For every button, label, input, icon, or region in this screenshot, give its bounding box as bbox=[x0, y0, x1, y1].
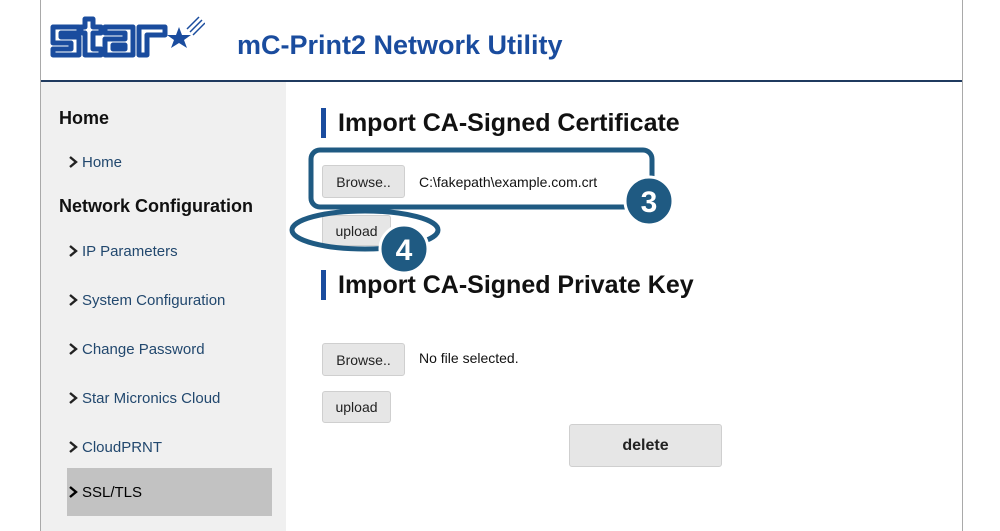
star-logo bbox=[50, 16, 205, 58]
sidebar-item-ip-parameters[interactable]: IP Parameters bbox=[67, 227, 272, 275]
chevron-right-icon bbox=[69, 294, 78, 306]
sidebar-item-label: Change Password bbox=[82, 340, 205, 358]
chevron-right-icon bbox=[69, 392, 78, 404]
private-key-file-name: No file selected. bbox=[419, 350, 519, 366]
sidebar-heading-network-configuration: Network Configuration bbox=[59, 196, 253, 216]
chevron-right-icon bbox=[69, 343, 78, 355]
delete-button[interactable]: delete bbox=[569, 424, 722, 467]
app-title: mC-Print2 Network Utility bbox=[237, 30, 563, 60]
sidebar-item-label: IP Parameters bbox=[82, 242, 178, 260]
chevron-right-icon bbox=[69, 441, 78, 453]
sidebar-item-star-micronics-cloud[interactable]: Star Micronics Cloud bbox=[67, 374, 272, 422]
header: mC-Print2 Network Utility bbox=[41, 0, 962, 82]
sidebar-item-cloudprnt[interactable]: CloudPRNT bbox=[67, 423, 272, 471]
sidebar: Home Home Network Configuration IP Param… bbox=[41, 82, 286, 531]
private-key-upload-button[interactable]: upload bbox=[322, 391, 391, 423]
sidebar-item-system-configuration[interactable]: System Configuration bbox=[67, 276, 272, 324]
sidebar-heading-home: Home bbox=[59, 108, 110, 128]
certificate-file-name: C:\fakepath\example.com.crt bbox=[419, 174, 598, 190]
private-key-browse-button[interactable]: Browse.. bbox=[322, 343, 405, 376]
app-frame: mC-Print2 Network Utility Home Home Netw… bbox=[40, 0, 963, 531]
chevron-right-icon bbox=[69, 156, 78, 168]
sidebar-item-label: CloudPRNT bbox=[82, 438, 163, 456]
private-key-section-title: Import CA-Signed Private Key bbox=[321, 270, 694, 300]
certificate-browse-button[interactable]: Browse.. bbox=[322, 165, 405, 198]
sidebar-item-label: SSL/TLS bbox=[82, 483, 143, 501]
sidebar-item-label: System Configuration bbox=[82, 291, 226, 309]
certificate-upload-button[interactable]: upload bbox=[322, 215, 391, 246]
sidebar-item-label: Star Micronics Cloud bbox=[82, 389, 221, 407]
main-content: Import CA-Signed Certificate Browse.. C:… bbox=[286, 82, 962, 531]
chevron-right-icon bbox=[69, 486, 78, 498]
sidebar-item-label: Home bbox=[82, 153, 123, 171]
chevron-right-icon bbox=[69, 245, 78, 257]
certificate-section-title: Import CA-Signed Certificate bbox=[321, 108, 680, 138]
sidebar-item-change-password[interactable]: Change Password bbox=[67, 325, 272, 373]
sidebar-item-home[interactable]: Home bbox=[67, 138, 272, 186]
sidebar-item-ssl-tls[interactable]: SSL/TLS bbox=[67, 468, 272, 516]
